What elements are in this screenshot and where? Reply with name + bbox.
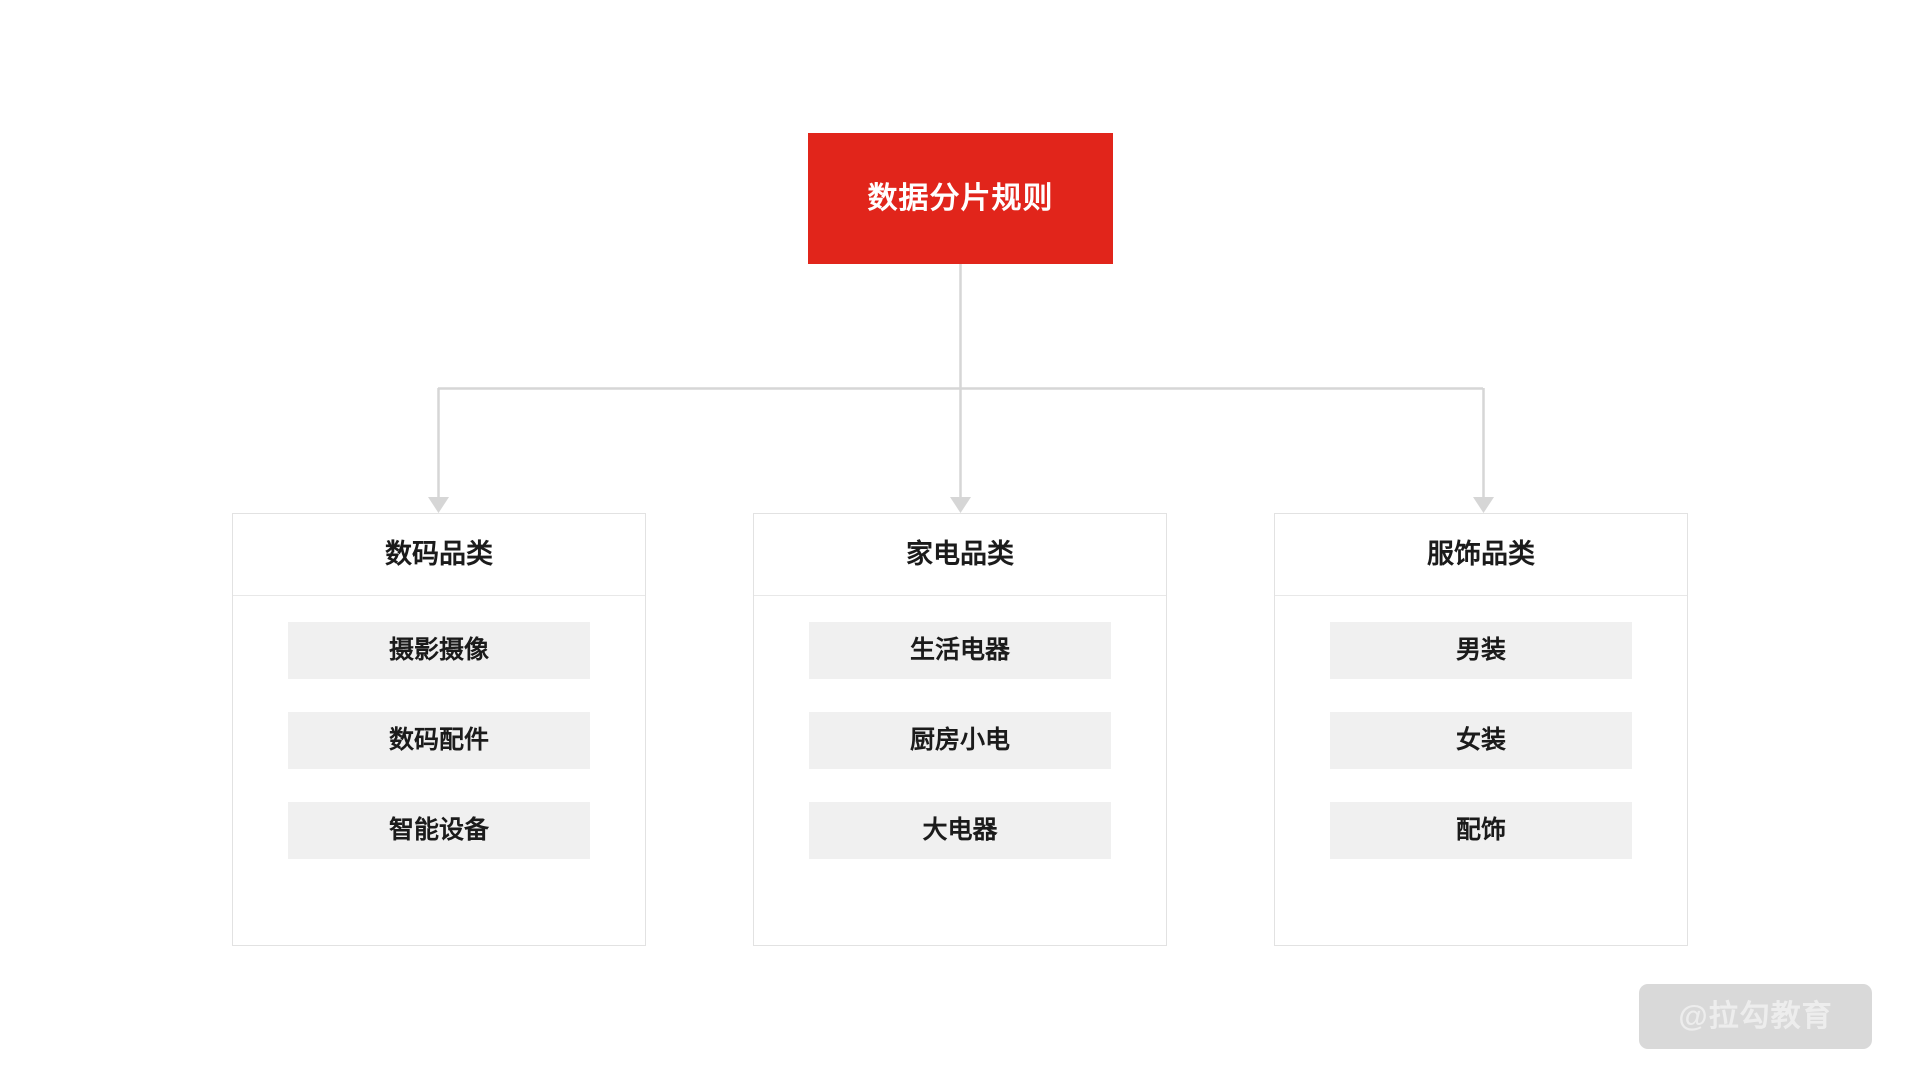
column-body: 摄影摄像 数码配件 智能设备 [233, 596, 645, 859]
arrowhead-0 [428, 497, 449, 513]
column-header-label: 服饰品类 [1427, 539, 1535, 569]
root-node-label: 数据分片规则 [867, 181, 1054, 215]
column-header-label: 家电品类 [906, 539, 1014, 569]
child-chip-label: 智能设备 [388, 816, 489, 844]
root-node[interactable]: 数据分片规则 [808, 133, 1113, 264]
arrowhead-2 [1473, 497, 1494, 513]
column-header: 数码品类 [233, 514, 645, 596]
child-chip-label: 配饰 [1455, 816, 1506, 844]
child-chip-label: 摄影摄像 [388, 636, 489, 664]
child-chip[interactable]: 智能设备 [288, 802, 590, 859]
child-chip[interactable]: 女装 [1330, 712, 1632, 769]
category-column-digital[interactable]: 数码品类 摄影摄像 数码配件 智能设备 [232, 513, 646, 946]
child-chip-label: 女装 [1455, 726, 1506, 754]
column-body: 生活电器 厨房小电 大电器 [754, 596, 1166, 859]
child-chip[interactable]: 男装 [1330, 622, 1632, 679]
category-column-appliance[interactable]: 家电品类 生活电器 厨房小电 大电器 [753, 513, 1167, 946]
child-chip[interactable]: 大电器 [809, 802, 1111, 859]
child-chip-label: 数码配件 [388, 726, 489, 754]
child-chip[interactable]: 摄影摄像 [288, 622, 590, 679]
watermark: @拉勾教育 [1639, 984, 1872, 1049]
child-chip[interactable]: 生活电器 [809, 622, 1111, 679]
column-body: 男装 女装 配饰 [1275, 596, 1687, 859]
category-column-apparel[interactable]: 服饰品类 男装 女装 配饰 [1274, 513, 1688, 946]
watermark-label: @拉勾教育 [1678, 999, 1833, 1033]
arrowhead-1 [950, 497, 971, 513]
column-header: 服饰品类 [1275, 514, 1687, 596]
child-chip-label: 男装 [1455, 636, 1506, 664]
child-chip[interactable]: 配饰 [1330, 802, 1632, 859]
column-header-label: 数码品类 [385, 539, 493, 569]
child-chip-label: 大电器 [922, 816, 998, 844]
child-chip[interactable]: 厨房小电 [809, 712, 1111, 769]
child-chip-label: 厨房小电 [909, 726, 1010, 754]
column-header: 家电品类 [754, 514, 1166, 596]
child-chip-label: 生活电器 [909, 636, 1010, 664]
child-chip[interactable]: 数码配件 [288, 712, 590, 769]
